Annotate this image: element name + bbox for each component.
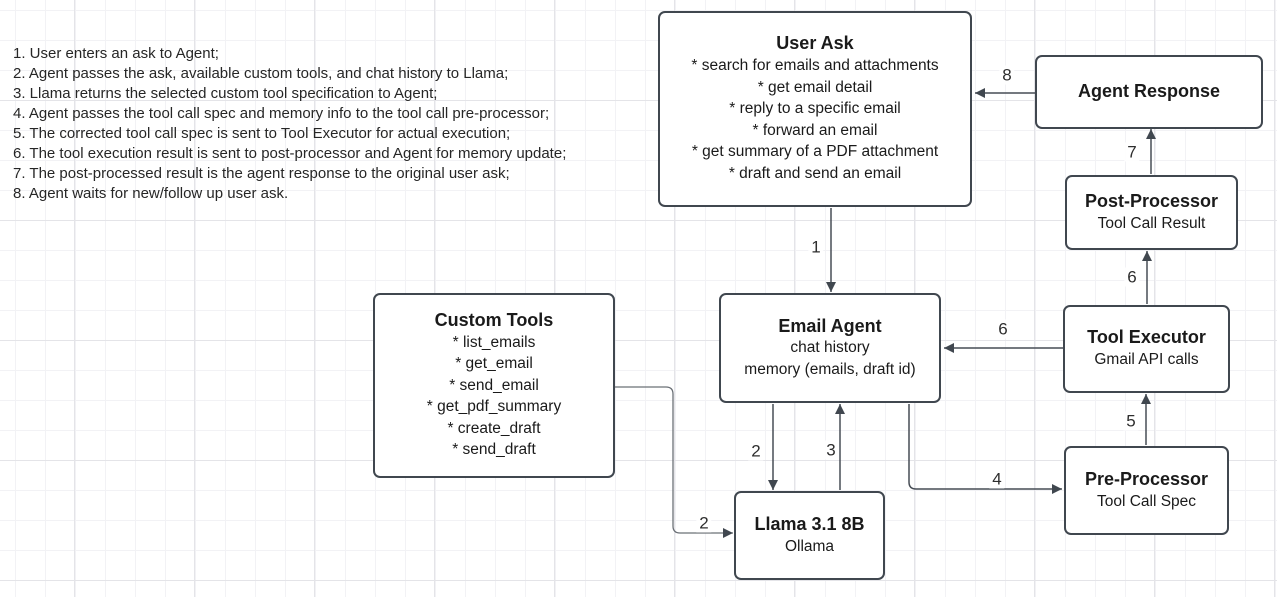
edge-label-step4: 4 — [989, 469, 1005, 489]
node-post-processor-title: Post-Processor — [1084, 190, 1219, 211]
node-llama-title: Llama 3.1 8B — [754, 513, 865, 534]
node-pre-processor-subtitle: Tool Call Spec — [1096, 492, 1197, 510]
user-ask-item: * reply to a specific email — [729, 100, 901, 118]
edge-step2-customtools-to-llama[interactable] — [613, 386, 733, 538]
edge-label-step5: 5 — [1123, 411, 1139, 431]
custom-tools-item: * list_emails — [452, 333, 536, 351]
node-tool-executor[interactable]: Tool Executor Gmail API calls — [1063, 305, 1230, 393]
node-post-processor[interactable]: Post-Processor Tool Call Result — [1065, 175, 1238, 250]
email-agent-item: memory (emails, draft id) — [744, 360, 916, 378]
user-ask-item: * get email detail — [757, 78, 873, 96]
note-step-1: 1. User enters an ask to Agent; — [13, 45, 219, 62]
node-tool-executor-subtitle: Gmail API calls — [1094, 351, 1199, 368]
note-step-5: 5. The corrected tool call spec is sent … — [13, 125, 511, 142]
node-post-processor-subtitle: Tool Call Result — [1097, 214, 1206, 232]
node-custom-tools[interactable]: Custom Tools * list_emails * get_email *… — [373, 293, 615, 478]
edge-label-step7: 7 — [1124, 142, 1140, 162]
note-step-8: 8. Agent waits for new/follow up user as… — [13, 185, 289, 202]
custom-tools-item: * get_pdf_summary — [426, 398, 562, 416]
custom-tools-item: * create_draft — [447, 419, 541, 437]
node-custom-tools-title: Custom Tools — [434, 309, 554, 330]
email-agent-item: chat history — [790, 339, 870, 357]
user-ask-item: * forward an email — [752, 121, 878, 139]
edge-label-step2-tools: 2 — [696, 513, 712, 533]
note-step-2: 2. Agent passes the ask, available custo… — [13, 65, 509, 82]
node-tool-executor-title: Tool Executor — [1087, 327, 1206, 348]
user-ask-item: * draft and send an email — [728, 164, 902, 182]
node-email-agent[interactable]: Email Agent chat history memory (emails,… — [719, 293, 941, 403]
edge-step4-emailagent-to-preprocessor[interactable] — [908, 404, 1062, 494]
edge-label-step6-post: 6 — [1124, 267, 1140, 287]
node-llama[interactable]: Llama 3.1 8B Ollama — [734, 491, 885, 580]
note-step-6: 6. The tool execution result is sent to … — [13, 145, 567, 162]
user-ask-item: * search for emails and attachments — [691, 57, 939, 75]
edge-label-step3: 3 — [823, 440, 839, 460]
node-agent-response[interactable]: Agent Response — [1035, 55, 1263, 129]
custom-tools-item: * send_draft — [452, 441, 536, 459]
node-pre-processor-title: Pre-Processor — [1084, 468, 1209, 489]
note-step-3: 3. Llama returns the selected custom too… — [13, 85, 438, 102]
edge-label-step1: 1 — [808, 237, 824, 257]
edge-label-step8: 8 — [999, 65, 1015, 85]
user-ask-item: * get summary of a PDF attachment — [691, 143, 939, 161]
edge-label-step2-agent: 2 — [748, 441, 764, 461]
node-agent-response-title: Agent Response — [1077, 81, 1221, 102]
edge-label-step6-agent: 6 — [995, 319, 1011, 339]
custom-tools-item: * get_email — [455, 355, 533, 373]
note-step-7: 7. The post-processed result is the agen… — [13, 165, 510, 182]
custom-tools-item: * send_email — [449, 376, 539, 394]
note-step-4: 4. Agent passes the tool call spec and m… — [13, 105, 550, 122]
workflow-notes: 1. User enters an ask to Agent; 2. Agent… — [13, 44, 566, 204]
node-user-ask-title: User Ask — [776, 33, 854, 54]
node-llama-subtitle: Ollama — [784, 537, 835, 555]
node-pre-processor[interactable]: Pre-Processor Tool Call Spec — [1064, 446, 1229, 535]
node-user-ask[interactable]: User Ask * search for emails and attachm… — [658, 11, 972, 207]
node-email-agent-title: Email Agent — [778, 315, 882, 336]
